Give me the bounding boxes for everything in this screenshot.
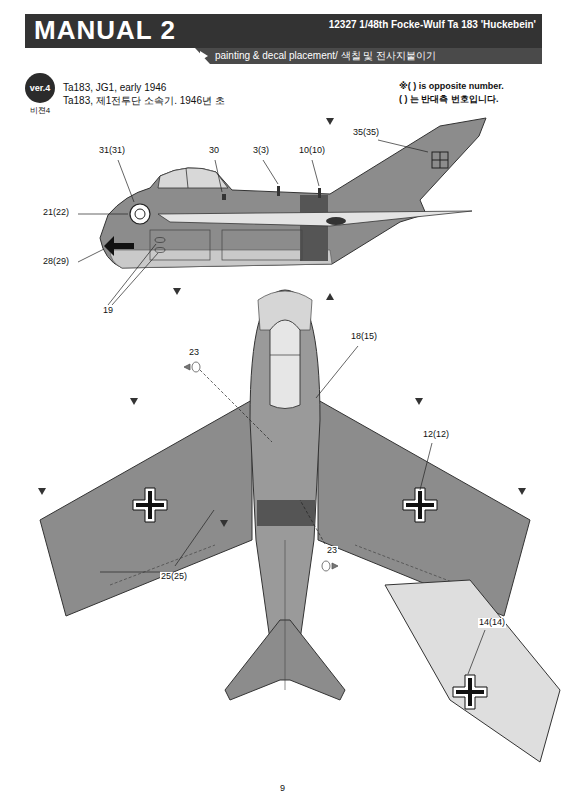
version-caption: Ta183, 제1전투단 소속기. 1946년 초 — [62, 95, 226, 106]
header-arrow — [200, 51, 208, 61]
callout-number: 12(12) — [422, 430, 450, 440]
note: ※( ) is opposite number. — [398, 82, 505, 92]
callout-number: 31(31) — [98, 146, 126, 156]
version-caption: Ta183, JG1, early 1946 — [62, 82, 167, 93]
callout-number: 30 — [208, 146, 220, 156]
callout-number: 28(29) — [42, 257, 70, 267]
callout-number: 21(22) — [42, 208, 70, 218]
callout-number: 35(35) — [352, 128, 380, 138]
callout-number: 19 — [102, 306, 114, 316]
callout-number: 14(14) — [478, 618, 506, 628]
callout-number: 23 — [326, 546, 338, 556]
version-badge: ver.4비젼4 — [25, 73, 55, 103]
badge-text: ver.4 — [30, 83, 51, 93]
sub-header-band — [195, 48, 542, 64]
side-view — [100, 118, 486, 268]
callout-number: 25(25) — [160, 572, 188, 582]
header-band — [25, 14, 542, 48]
wing-underside — [385, 580, 560, 762]
callout-number: 23 — [188, 348, 200, 358]
note: ( ) 는 반대측 번호입니다. — [398, 95, 500, 105]
badge-caption: 비젼4 — [30, 105, 50, 116]
product-title: 12327 1/48th Focke-Wulf Ta 183 'Huckebei… — [328, 19, 537, 30]
decal-icon — [184, 362, 338, 571]
section-heading: painting & decal placement/ 색칠 및 전사지붙이기 — [214, 50, 437, 61]
page-number: 9 — [279, 784, 286, 794]
paint-markers — [38, 118, 526, 527]
leader-lines — [78, 140, 485, 674]
callout-number: 18(15) — [350, 332, 378, 342]
callout-number: 3(3) — [252, 146, 270, 156]
page-title: MANUAL 2 — [34, 16, 176, 45]
callout-number: 10(10) — [298, 146, 326, 156]
